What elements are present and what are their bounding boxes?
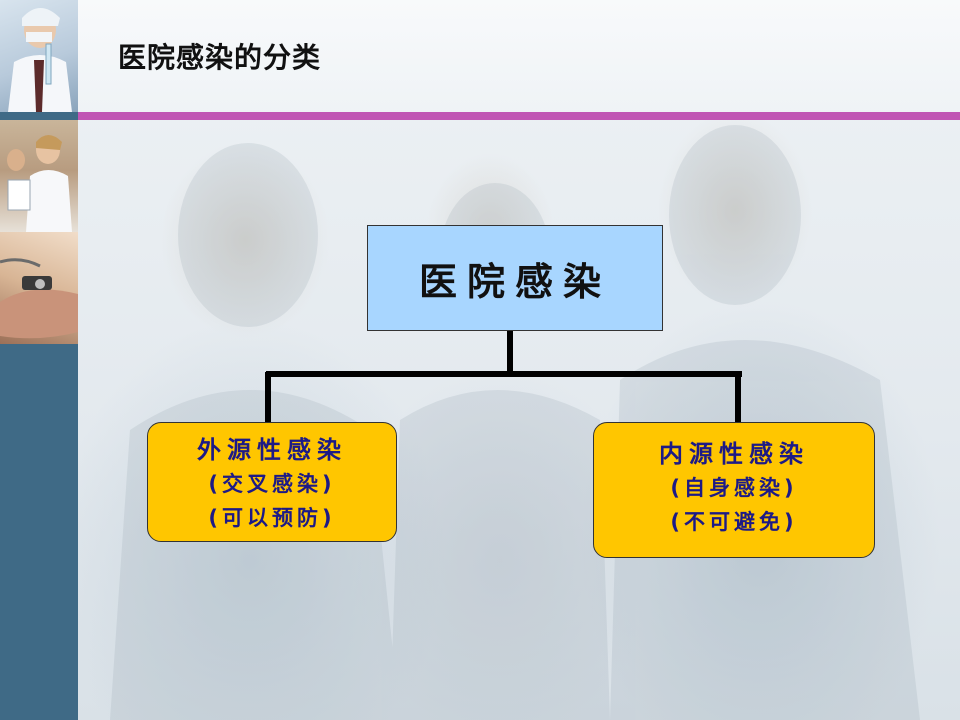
root-node-label: 医院感染 [418,259,611,304]
exogenous-infection-subtitle-2: (可以预防) [208,506,336,530]
endogenous-infection-title: 内源性感染 [659,440,809,468]
left-photo-strip [0,0,78,720]
slide-title: 医院感染的分类 [118,41,322,74]
exogenous-infection-node: 外源性感染 (交叉感染) (可以预防) [147,422,397,542]
endogenous-infection-subtitle-1: (自身感染) [670,476,798,500]
endogenous-infection-node: 内源性感染 (自身感染) (不可避免) [593,422,875,558]
doctor-test-tube-photo [0,0,78,112]
exogenous-infection-title: 外源性感染 [197,436,347,464]
header-band [78,0,960,112]
blood-pressure-photo [0,232,78,344]
accent-rule [0,112,960,120]
endogenous-infection-subtitle-2: (不可避免) [670,510,798,534]
root-node: 医院感染 [367,225,663,331]
exogenous-infection-subtitle-1: (交叉感染) [208,472,336,496]
doctor-clipboard-photo [0,120,78,232]
